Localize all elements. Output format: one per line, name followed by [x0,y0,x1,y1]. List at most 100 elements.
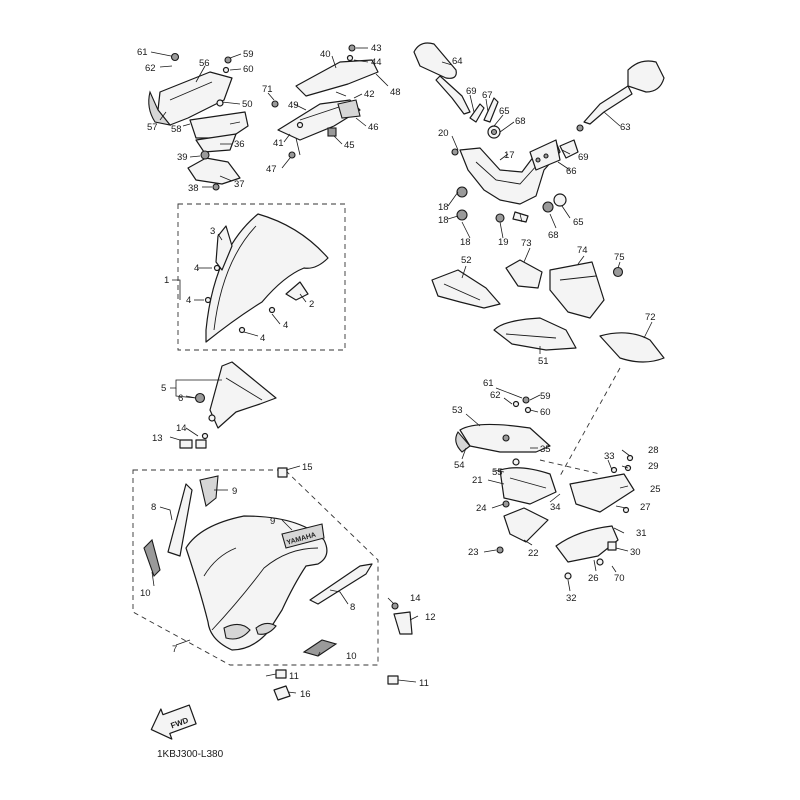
callout-4b: 4 [186,295,191,306]
callout-68b: 68 [548,230,559,241]
callout-31: 31 [636,528,647,539]
callout-1: 1 [164,275,169,286]
callout-21: 21 [472,475,483,486]
callout-51: 51 [538,356,549,367]
callout-38: 38 [188,183,199,194]
callout-11b: 11 [419,678,429,689]
callout-14b: 14 [410,593,421,604]
callout-6: 6 [178,393,183,404]
callout-69a: 69 [466,86,477,97]
callout-53: 53 [452,405,463,416]
callout-23: 23 [468,547,479,558]
callout-54: 54 [454,460,465,471]
callout-46: 46 [368,122,379,133]
upper-cowling: YAMAHA [143,432,413,701]
callout-15: 15 [302,462,313,473]
callout-62b: 62 [490,390,501,401]
callout-48: 48 [390,87,401,98]
callout-68a: 68 [515,116,526,127]
callout-22: 22 [528,548,539,559]
windshield [204,213,329,343]
callout-43: 43 [371,43,382,54]
callout-9a: 9 [232,486,237,497]
callout-75: 75 [614,252,625,263]
callout-40: 40 [320,49,331,60]
callout-12: 12 [425,612,436,623]
callout-2: 2 [309,299,314,310]
callout-74: 74 [577,245,588,256]
callout-18a: 18 [438,202,449,213]
leader-lines [150,47,653,694]
callout-16: 16 [300,689,311,700]
callout-34: 34 [550,502,561,513]
callout-56: 56 [199,58,210,69]
callout-10a: 10 [140,588,151,599]
side-panel-assembly [148,52,249,191]
callout-45: 45 [344,140,355,151]
callout-13: 13 [152,433,163,444]
callout-17: 17 [504,150,515,161]
windshield-group-box [177,203,346,351]
callout-24: 24 [476,503,487,514]
callout-19: 19 [498,237,509,248]
callout-18b: 18 [438,215,449,226]
callout-29: 29 [648,461,659,472]
callout-labels: 61 62 56 59 60 50 57 58 51 36 39 37 38 4… [137,43,661,700]
callout-3: 3 [210,226,215,237]
callout-11a: 11 [289,671,299,682]
callout-59a: 59 [243,49,254,60]
callout-25: 25 [650,484,661,495]
callout-41: 41 [273,138,284,149]
air-ducts [431,259,665,363]
callout-7: 7 [172,644,177,655]
callout-8b: 8 [350,602,355,613]
callout-8a: 8 [151,502,156,513]
callout-64: 64 [452,56,463,67]
callout-39: 39 [177,152,188,163]
callout-5: 5 [161,383,166,394]
callout-72: 72 [645,312,656,323]
callout-69b: 69 [578,152,589,163]
callout-4a: 4 [194,263,199,274]
callout-4d: 4 [260,333,265,344]
callout-44: 44 [371,57,382,68]
callout-62a: 62 [145,63,156,74]
callout-14a: 14 [176,423,187,434]
callout-35: 35 [540,444,551,455]
callout-59b: 59 [540,391,551,402]
callout-73: 73 [521,238,532,249]
callout-32: 32 [566,593,577,604]
callout-60b: 60 [540,407,551,418]
callout-49: 49 [288,100,299,111]
callout-52: 52 [461,255,472,266]
callout-28: 28 [648,445,659,456]
diagram-code: 1KBJ300-L380 [157,749,224,760]
callout-33: 33 [604,451,615,462]
callout-37: 37 [234,179,245,190]
callout-20: 20 [438,128,449,139]
side-duct-assembly [455,396,635,580]
callout-18c: 18 [460,237,471,248]
callout-70: 70 [614,573,625,584]
callout-26: 26 [588,573,599,584]
callout-55: 55 [492,467,503,478]
callout-30: 30 [630,547,641,558]
callout-67: 67 [482,90,493,101]
callout-10b: 10 [346,651,357,662]
callout-66: 66 [566,166,577,177]
callout-71: 71 [262,84,273,95]
callout-61b: 61 [483,378,494,389]
callout-4c: 4 [283,320,288,331]
callout-63: 63 [620,122,631,133]
callout-42: 42 [364,89,375,100]
forward-arrow-icon: FWD [150,704,197,740]
callout-36: 36 [234,139,245,150]
callout-9b: 9 [270,516,275,527]
inner-panel-assembly [271,44,379,159]
callout-47: 47 [266,164,277,175]
mirror-bracket-assembly [413,42,665,223]
callout-57: 57 [147,122,158,133]
callout-65b: 65 [573,217,584,228]
callout-50: 50 [242,99,253,110]
